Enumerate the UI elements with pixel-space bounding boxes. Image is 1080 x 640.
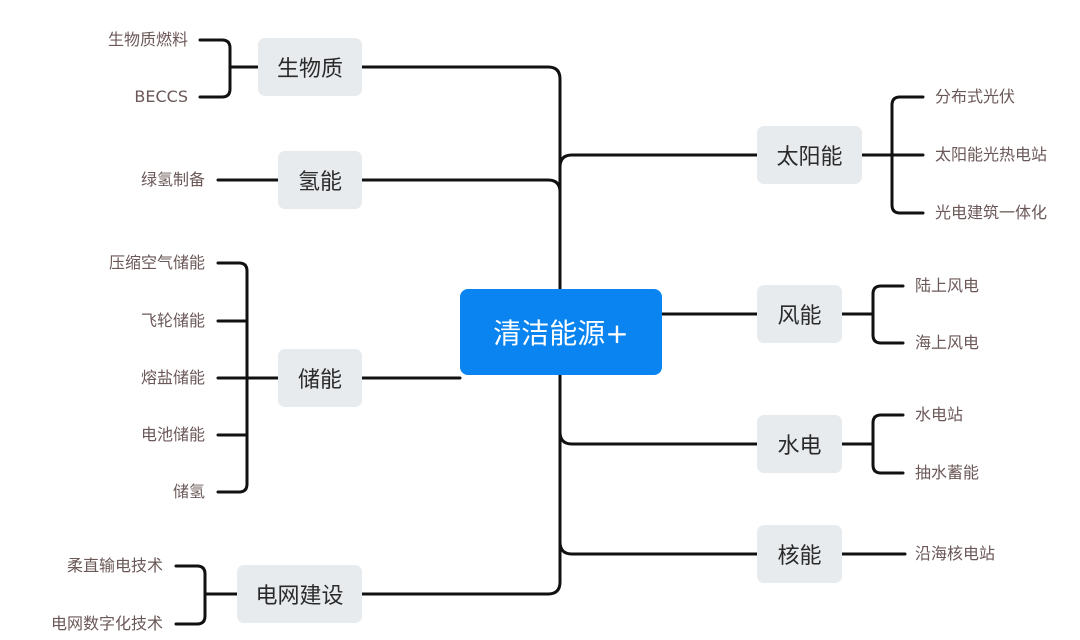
leaf-onshore-wind[interactable]: 陆上风电 <box>915 276 980 295</box>
leaf-caes[interactable]: 压缩空气储能 <box>108 253 205 272</box>
branch-hydrogen[interactable]: 氢能 <box>278 151 362 209</box>
branch-solar[interactable]: 太阳能 <box>757 126 862 184</box>
branch-wind[interactable]: 风能 <box>757 285 842 343</box>
branch-storage[interactable]: 储能 <box>278 349 362 407</box>
root-node[interactable]: 清洁能源+ <box>460 289 662 375</box>
leaf-offshore-wind[interactable]: 海上风电 <box>915 333 980 352</box>
connector-solar <box>558 153 759 169</box>
connector-hydro <box>558 430 759 446</box>
branch-grid[interactable]: 电网建设 <box>237 565 362 623</box>
connector-grid <box>360 330 562 596</box>
branch-nuclear[interactable]: 核能 <box>757 525 842 583</box>
leaf-beccs[interactable]: BECCS <box>134 87 188 106</box>
connector-biomass <box>360 65 562 334</box>
leaf-hydro-station[interactable]: 水电站 <box>915 405 964 424</box>
leaf-green-hydrogen[interactable]: 绿氢制备 <box>140 170 205 189</box>
connector-nuclear <box>558 540 759 556</box>
branch-hydro[interactable]: 水电 <box>757 415 842 473</box>
connector-hydrogen <box>360 178 562 194</box>
leaf-flywheel[interactable]: 飞轮储能 <box>140 311 205 330</box>
leaf-hydrogen-storage[interactable]: 储氢 <box>172 482 205 501</box>
leaf-grid-digital[interactable]: 电网数字化技术 <box>50 614 163 633</box>
leaf-biomass-fuel[interactable]: 生物质燃料 <box>107 30 188 49</box>
leaf-pumped-storage[interactable]: 抽水蓄能 <box>915 463 980 482</box>
leaf-bipv[interactable]: 光电建筑一体化 <box>935 203 1048 222</box>
leaf-flexible-dc[interactable]: 柔直输电技术 <box>66 556 163 575</box>
leaf-coastal-nuclear[interactable]: 沿海核电站 <box>915 544 996 563</box>
leaf-battery[interactable]: 电池储能 <box>140 425 205 444</box>
leaf-molten-salt[interactable]: 熔盐储能 <box>140 368 205 387</box>
leaf-distributed-pv[interactable]: 分布式光伏 <box>935 87 1016 106</box>
leaf-csp[interactable]: 太阳能光热电站 <box>935 145 1048 164</box>
branch-biomass[interactable]: 生物质 <box>258 38 362 96</box>
